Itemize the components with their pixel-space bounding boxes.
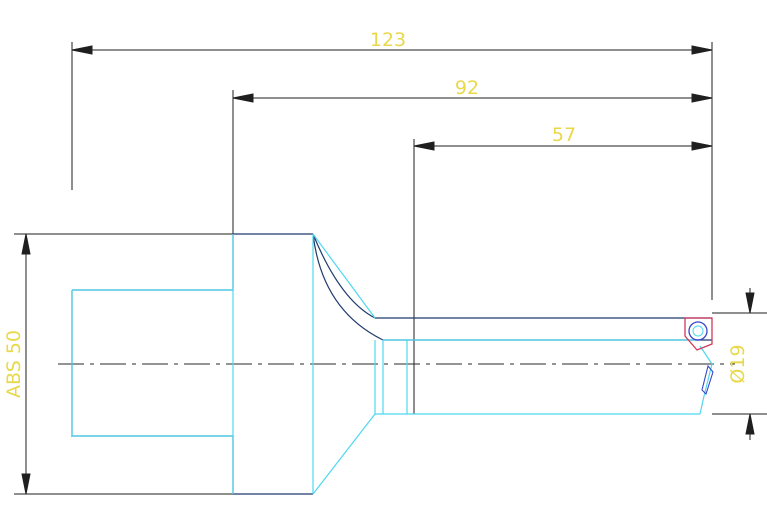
mid-length-label: 92 [455,77,479,99]
overall-length-label: 123 [370,29,406,51]
cutting-insert-icon [684,317,714,396]
dimension-lines [14,42,767,495]
bore-diameter-label: Ø19 [727,344,749,383]
cyan-outline [71,233,713,495]
bar-length-label: 57 [552,124,576,146]
shank-size-label: ABS 50 [3,330,25,398]
